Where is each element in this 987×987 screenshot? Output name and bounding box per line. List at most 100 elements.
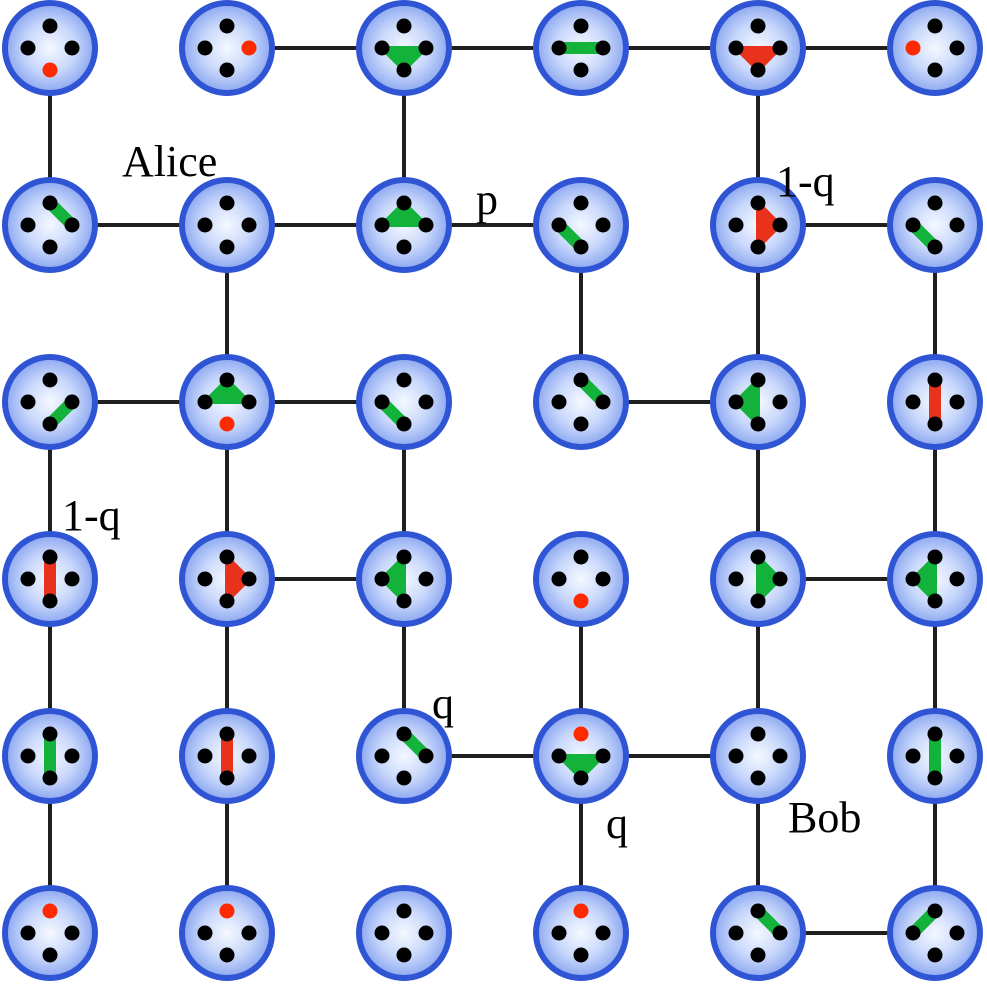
entanglement-bond-green: [380, 46, 428, 72]
qubit-n: [396, 372, 412, 388]
measured-qubit-s: [573, 593, 589, 609]
qubit-w: [905, 748, 921, 764]
node-r0-c1: [179, 0, 275, 96]
node-r2-c5: [887, 354, 983, 450]
node-r2-c1: [179, 354, 275, 450]
qubit-s: [42, 239, 58, 255]
qubit-w: [20, 40, 36, 56]
node-r1-c2: [356, 177, 452, 273]
qubit-w: [197, 217, 213, 233]
entanglement-bond-green: [734, 378, 760, 426]
node-ring: [2, 177, 98, 273]
entanglement-bond-green: [911, 555, 937, 603]
node-r4-c5: [887, 708, 983, 804]
qubit-s: [750, 62, 766, 78]
qubit-e: [241, 748, 257, 764]
qubit-n: [573, 549, 589, 565]
qubit-s: [573, 416, 589, 432]
label-bob: Bob: [788, 793, 861, 842]
qubit-s: [42, 947, 58, 963]
qubit-w: [20, 394, 36, 410]
qubit-s: [750, 416, 766, 432]
node-r4-c1: [179, 708, 275, 804]
qubit-s: [396, 593, 412, 609]
node-ring: [887, 177, 983, 273]
qubit-e: [64, 748, 80, 764]
entanglement-bond-red: [756, 201, 782, 249]
qubit-w: [728, 748, 744, 764]
qubit-n: [573, 195, 589, 211]
qubit-s: [219, 62, 235, 78]
qubit-w: [728, 394, 744, 410]
node-r4-c3: [533, 708, 629, 804]
qubit-e: [64, 217, 80, 233]
node-ring: [887, 885, 983, 981]
qubit-n: [750, 903, 766, 919]
qubit-s: [750, 770, 766, 786]
node-ring: [2, 354, 98, 450]
node-ring: [179, 0, 275, 96]
qubit-s: [573, 62, 589, 78]
qubit-e: [949, 925, 965, 941]
qubit-s: [573, 770, 589, 786]
node-ring: [533, 885, 629, 981]
qubit-w: [551, 217, 567, 233]
measured-qubit-s: [42, 62, 58, 78]
qubit-n: [42, 195, 58, 211]
qubit-s: [573, 947, 589, 963]
qubit-s: [396, 416, 412, 432]
node-r3-c2: [356, 531, 452, 627]
qubit-w: [20, 748, 36, 764]
label-p: p: [476, 175, 498, 224]
node-r1-c1: [179, 177, 275, 273]
qubit-s: [927, 62, 943, 78]
qubit-n: [573, 372, 589, 388]
node-r5-c5: [887, 885, 983, 981]
node-r0-c0: [2, 0, 98, 96]
qubit-e: [418, 925, 434, 941]
node-r4-c2: [356, 708, 452, 804]
qubit-w: [374, 925, 390, 941]
qubit-e: [772, 217, 788, 233]
qubit-n: [927, 195, 943, 211]
qubit-e: [241, 217, 257, 233]
qubit-e: [418, 394, 434, 410]
qubit-e: [949, 394, 965, 410]
node-r3-c5: [887, 531, 983, 627]
qubit-s: [219, 239, 235, 255]
qubit-s: [750, 593, 766, 609]
qubit-e: [772, 748, 788, 764]
entanglement-bond-red: [734, 46, 782, 72]
measured-qubit-e: [241, 40, 257, 56]
qubit-w: [197, 925, 213, 941]
qubit-n: [396, 726, 412, 742]
entanglement-bond-green: [203, 378, 251, 404]
node-ring: [2, 0, 98, 96]
qubit-e: [418, 217, 434, 233]
qubit-e: [241, 925, 257, 941]
measured-qubit-s: [219, 416, 235, 432]
qubit-n: [750, 18, 766, 34]
node-ring: [887, 0, 983, 96]
qubit-e: [772, 394, 788, 410]
node-r1-c3: [533, 177, 629, 273]
qubit-w: [728, 40, 744, 56]
node-r0-c3: [533, 0, 629, 96]
qubit-w: [374, 748, 390, 764]
qubit-e: [241, 394, 257, 410]
qubit-w: [728, 571, 744, 587]
qubit-n: [219, 549, 235, 565]
qubit-e: [418, 40, 434, 56]
qubit-e: [418, 748, 434, 764]
qubit-w: [374, 394, 390, 410]
qubit-e: [949, 571, 965, 587]
node-r3-c4: [710, 531, 806, 627]
node-r1-c4: [710, 177, 806, 273]
label-one-minus-q-top: 1-q: [776, 157, 835, 206]
label-q-lower: q: [606, 799, 628, 848]
qubit-e: [595, 571, 611, 587]
qubit-n: [42, 372, 58, 388]
node-ring: [356, 885, 452, 981]
node-r1-c0: [2, 177, 98, 273]
node-r2-c2: [356, 354, 452, 450]
